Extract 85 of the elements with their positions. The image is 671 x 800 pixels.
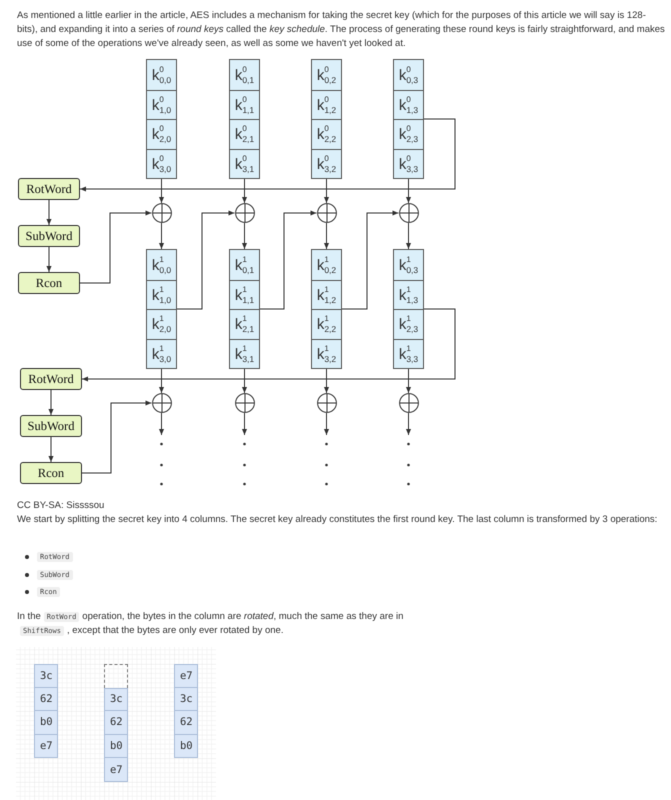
- operation-box: [20, 462, 82, 484]
- xor-symbol: [398, 393, 418, 413]
- key-column: [146, 59, 177, 179]
- byte-label: e7: [180, 670, 193, 682]
- operation-label: Rcon: [38, 466, 64, 480]
- arrow: [48, 390, 54, 416]
- byte-label: e7: [40, 740, 53, 752]
- byte-label: 3c: [40, 670, 53, 682]
- xor-symbol: [152, 393, 172, 413]
- xor-symbol: [316, 203, 336, 223]
- operation-box: [20, 415, 82, 437]
- arrow: [48, 436, 54, 462]
- arrow: [406, 178, 412, 204]
- operation-box: [18, 178, 80, 200]
- operation-box: [20, 368, 82, 390]
- byte-cell: [174, 711, 198, 735]
- byte-label: e7: [110, 764, 123, 776]
- arrow: [324, 412, 330, 436]
- arrow: [406, 222, 412, 250]
- operation-label: SubWord: [28, 419, 74, 433]
- arrow: [260, 210, 317, 310]
- operation-label: RotWord: [28, 372, 74, 386]
- key-column: [311, 59, 342, 179]
- byte-cell: [104, 758, 128, 782]
- byte-cell: [34, 688, 58, 712]
- xor-symbol: [234, 203, 254, 223]
- byte-cell: [174, 664, 198, 688]
- arrow: [46, 246, 52, 272]
- byte-label: 62: [180, 716, 193, 728]
- xor-symbol: [152, 203, 172, 223]
- byte-label: b0: [110, 740, 123, 752]
- operation-label: RotWord: [26, 182, 72, 196]
- key-column: [229, 249, 260, 369]
- paragraph-text: As mentioned a little earlier in the article, AES includes a mechanism for taking the secret key (which for the purposes of this article we will say is 128-bits), and expanding it into a series of round keys called the key schedule. The process of generating these round keys is fairly straightforward, and makes use of some of the operations we've already seen, as well as some we haven't yet looked at.: [17, 9, 665, 51]
- paragraph-text: We start by splitting the secret key into 4 columns. The secret key already constitutes the first round key. The last column is transformed by 3 operations:: [17, 513, 658, 527]
- arrow: [158, 222, 164, 250]
- xor-symbol: [234, 393, 254, 413]
- byte-label: b0: [180, 740, 193, 752]
- arrow: [242, 178, 248, 204]
- arrow: [158, 412, 164, 436]
- byte-label: 62: [110, 716, 123, 728]
- xor-symbol: [398, 203, 418, 223]
- arrow: [158, 368, 164, 394]
- byte-cell: [104, 734, 128, 758]
- arrow: [324, 222, 330, 250]
- operation-box: [18, 225, 80, 247]
- arrow: [342, 210, 399, 310]
- arrow: [82, 400, 152, 474]
- byte-label: 3c: [180, 692, 193, 705]
- byte-cell: [174, 734, 198, 758]
- byte-label: b0: [40, 716, 53, 728]
- paragraph-text: , except that the bytes are only ever rotated by one.: [66, 624, 284, 638]
- operation-box: [18, 272, 80, 294]
- xor-symbol: [316, 393, 336, 413]
- arrow: [158, 178, 164, 204]
- byte-cell: [104, 688, 128, 712]
- image-credit: CC BY-SA: Sissssou: [17, 499, 106, 513]
- arrow: [80, 210, 152, 284]
- byte-cell: [174, 688, 198, 712]
- key-column: [393, 59, 424, 179]
- operation-label: SubWord: [26, 229, 72, 243]
- arrow: [242, 368, 248, 394]
- key-column: [229, 59, 260, 179]
- arrow: [80, 118, 456, 192]
- byte-cell: [34, 664, 58, 688]
- operation-label: Rcon: [36, 276, 62, 290]
- byte-cell: [104, 711, 128, 735]
- paragraph-text: In the: [17, 610, 41, 624]
- arrow: [242, 222, 248, 250]
- arrow: [82, 308, 456, 382]
- key-column: [311, 249, 342, 369]
- arrow: [324, 178, 330, 204]
- key-column: [146, 249, 177, 369]
- byte-label: 3c: [110, 693, 123, 706]
- paragraph-text: operation, the bytes in the column are rotated, much the same as they are in: [82, 610, 404, 624]
- byte-label: 62: [40, 692, 53, 705]
- byte-cell: [34, 711, 58, 735]
- byte-cell: [34, 734, 58, 758]
- arrow: [176, 210, 235, 310]
- arrow: [46, 200, 52, 226]
- key-column: [393, 249, 424, 369]
- arrow: [324, 368, 330, 394]
- arrow: [406, 368, 412, 394]
- arrow: [406, 412, 412, 436]
- arrow: [242, 412, 248, 436]
